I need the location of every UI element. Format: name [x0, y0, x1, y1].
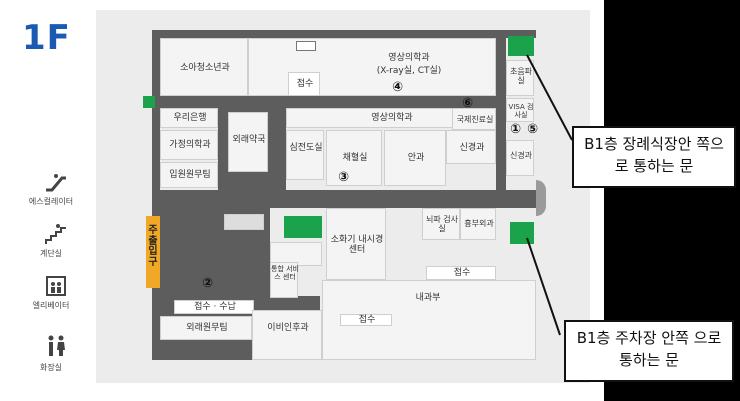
marker-3: ③ [338, 170, 350, 185]
legend-stairs-label: 계단실 [39, 249, 63, 258]
corridor-right-vertical [496, 38, 506, 198]
room-endoscopy: 소화기 내시경센터 [326, 208, 386, 280]
callout-funeral-door: B1층 장례식장안 쪽으로 통하는 문 [572, 126, 736, 188]
stairs-exit-top-icon [508, 36, 534, 56]
callout-parking-door: B1층 주차장 안쪽 으로 통하는 문 [564, 320, 734, 382]
stairs-icon [44, 222, 68, 250]
east-entrance [536, 180, 546, 216]
restroom-icon [44, 334, 68, 362]
room-visa: VISA 검사실 [506, 98, 534, 122]
room-neurology: 신경과 [506, 140, 534, 176]
room-nephrology: 신경과 [446, 130, 496, 164]
room-pediatrics: 소아청소년과 [160, 38, 248, 96]
room-integrated-service: 통합 서비스 센터 [270, 262, 299, 298]
room-reception-right: 접수 [426, 266, 496, 280]
legend-restroom-label: 화장실 [39, 363, 63, 372]
room-admission-office: 입원원무팀 [160, 162, 218, 188]
room-ultrasound: 초음파실 [506, 60, 534, 96]
main-entrance[interactable]: 주출입구 [146, 216, 160, 288]
marker-4: ④ [392, 80, 404, 95]
exit-sign-icon [296, 41, 316, 51]
room-outpatient-office: 외래원무팀 [160, 316, 252, 340]
radiology-top-sub: (X-ray실, CT실) [376, 66, 442, 76]
elevator-green-icon [284, 216, 322, 238]
room-eeg: 뇌파 검사실 [422, 208, 460, 240]
room-reception-payment: 접수 · 수납 [174, 300, 254, 314]
wall-top [152, 30, 536, 38]
marker-2: ② [202, 276, 214, 291]
legend-escalator-label: 에스컬레이터 [28, 197, 74, 206]
legend-elevator-label: 엘리베이터 [32, 301, 70, 310]
corridor-upper [160, 96, 496, 108]
wall-left [152, 30, 160, 360]
west-exit-icon [143, 96, 155, 108]
marker-6: ⑥ [462, 96, 474, 111]
room-reception-top: 접수 [288, 72, 320, 96]
room-pulmonology: 흉부외과 [460, 208, 496, 240]
room-woori-bank: 우리은행 [160, 108, 218, 128]
marker-5: ⑤ [527, 122, 539, 137]
floor-label: 1F [22, 18, 71, 58]
marker-1: ① [510, 122, 522, 137]
room-blood-draw: 채혈실 [326, 130, 382, 186]
escalator-area [224, 214, 264, 230]
corridor-lower [270, 296, 320, 310]
elevator-icon [44, 274, 68, 302]
corridor-mid-vertical [274, 108, 286, 190]
room-international: 국제진료실 [452, 108, 496, 130]
room-family-medicine: 가정의학과 [160, 130, 218, 160]
escalator-icon [44, 170, 68, 198]
radiology-top-label: 영상의학과 [388, 53, 430, 63]
room-ophthalmology: 안과 [384, 130, 446, 186]
room-reception-bottom: 접수 [340, 314, 392, 326]
room-outside-pharmacy: 외래약국 [228, 112, 268, 172]
room-ent: 이비인후과 [252, 310, 322, 360]
room-echo: 심전도실 [286, 130, 324, 180]
